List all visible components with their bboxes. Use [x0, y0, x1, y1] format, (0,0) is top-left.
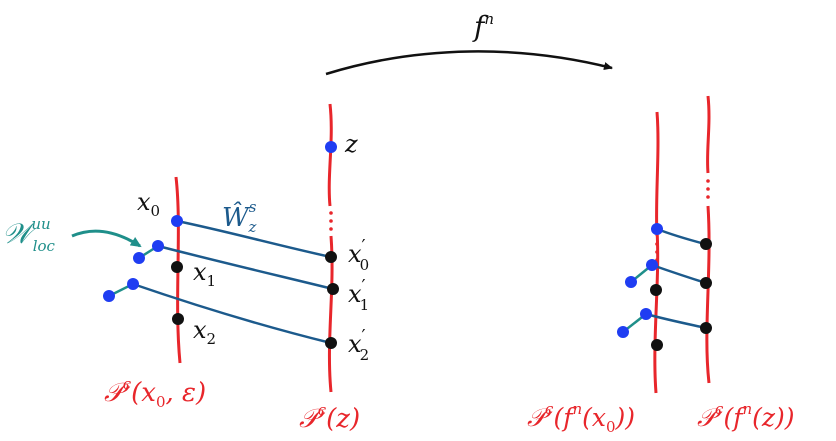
point-r-b4 [650, 284, 662, 296]
stable-leaf-right-2 [651, 263, 707, 285]
point-r-2b [625, 276, 637, 288]
point-uu-1b [133, 252, 145, 264]
label-x2-prime: x′2 [348, 326, 369, 364]
label-x0-prime: x′0 [348, 236, 369, 274]
point-r-1 [651, 223, 663, 235]
center-leaf-fnz-upper [706, 95, 711, 174]
point-r-b2 [700, 277, 712, 289]
stable-leaf-right-1 [656, 227, 706, 246]
point-uu-2a [127, 278, 139, 290]
point-x2 [172, 313, 184, 325]
point-r-3b [617, 326, 629, 338]
map-arrow [325, 50, 613, 76]
point-r-b5 [651, 339, 663, 351]
label-pc-fnx0: 𝒫c(fn(x0)) [527, 400, 635, 436]
point-x0 [171, 215, 183, 227]
map-label: fn [472, 10, 494, 43]
label-x2: x2 [193, 316, 216, 348]
point-x1p [327, 283, 339, 295]
center-leaf-fnz-lower [705, 205, 711, 384]
point-x0p [325, 251, 337, 263]
point-r-3a [640, 308, 652, 320]
center-leaf-z-upper [327, 103, 333, 207]
point-uu-1a [152, 240, 164, 252]
point-x1 [171, 261, 183, 273]
label-pc-z: 𝒫c(z) [299, 401, 360, 434]
label-x1: x1 [193, 258, 216, 290]
stable-leaf-x1 [157, 244, 334, 291]
point-r-b3 [700, 322, 712, 334]
point-r-2a [646, 259, 658, 271]
stable-leaf-x2 [132, 282, 332, 345]
center-leaf-z-dots [329, 211, 333, 231]
label-x0: x0 [137, 188, 160, 220]
center-leaf-fnx0-upper [655, 111, 660, 237]
point-z [325, 141, 337, 153]
unstable-arrow [71, 229, 142, 248]
black-points [171, 238, 712, 351]
label-z: z [344, 130, 358, 158]
point-x2p [325, 337, 337, 349]
label-x1-prime: x′1 [348, 276, 369, 314]
point-r-b1 [700, 238, 712, 250]
label-pc-x0: 𝒫c(x0, ε) [104, 375, 206, 411]
center-leaf-fnz-dots [706, 179, 710, 199]
label-pc-fnz: 𝒫c(fn(z)) [697, 400, 795, 432]
point-uu-2b [103, 290, 115, 302]
stable-leaf-x0 [176, 219, 332, 259]
center-leaf-fnx0-lower [653, 229, 660, 394]
blue-points [103, 141, 663, 338]
